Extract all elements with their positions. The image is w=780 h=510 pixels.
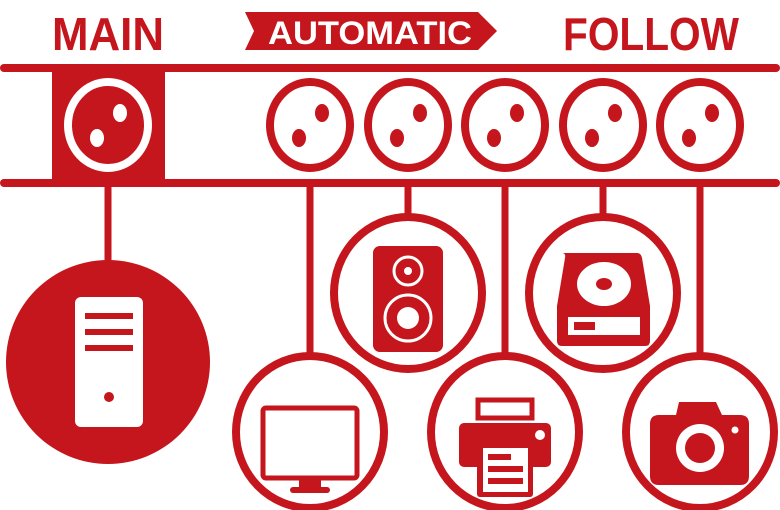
camera-circle — [622, 352, 778, 510]
printer-icon — [459, 397, 551, 497]
socket-3 — [461, 78, 549, 172]
main-socket-icon — [64, 78, 152, 172]
camera-icon — [650, 402, 749, 485]
automatic-label: AUTOMATIC — [268, 15, 472, 51]
speaker-circle — [330, 213, 486, 373]
hard-drive-circle — [525, 213, 681, 373]
automatic-banner — [245, 12, 497, 50]
computer-device — [6, 260, 210, 464]
socket-4 — [559, 78, 647, 172]
hard-drive-icon — [557, 253, 650, 346]
monitor-icon — [260, 405, 360, 493]
main-label: MAIN — [52, 8, 164, 60]
monitor-circle — [232, 352, 388, 510]
socket-2 — [364, 78, 452, 172]
socket-5 — [656, 78, 744, 172]
follow-label: FOLLOW — [563, 8, 740, 60]
speaker-icon — [373, 246, 443, 352]
printer-circle — [427, 352, 583, 510]
socket-1 — [266, 78, 354, 172]
